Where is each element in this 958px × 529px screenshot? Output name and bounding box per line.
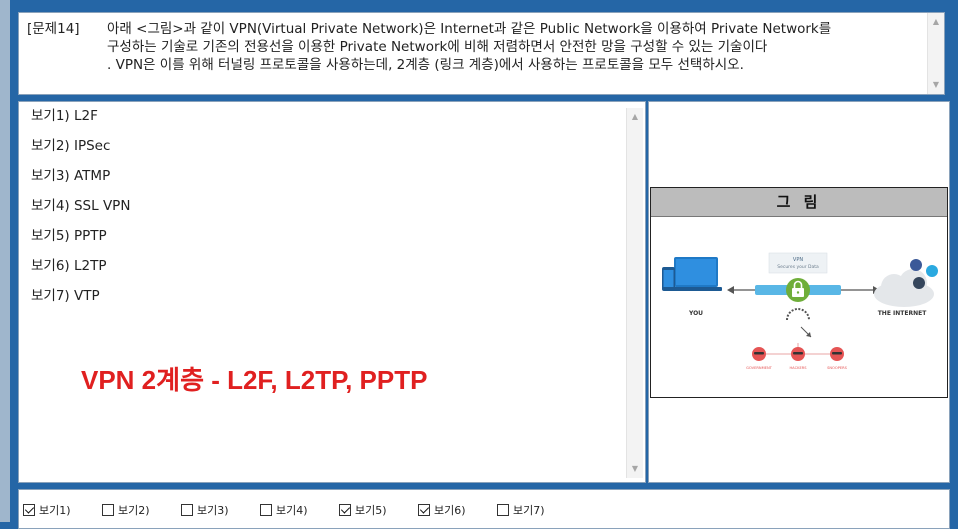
checkbox-3[interactable] bbox=[181, 504, 193, 516]
snooper-icon bbox=[830, 347, 844, 361]
choices-panel: 보기1) L2F 보기2) IPSec 보기3) ATMP 보기4) SSL V… bbox=[18, 101, 646, 483]
figure-panel: 그 림 VPN Secures your Data YOU bbox=[648, 101, 950, 483]
skype-icon bbox=[926, 265, 938, 277]
answer-note: VPN 2계층 - L2F, L2TP, PPTP bbox=[81, 365, 428, 395]
scroll-up-icon[interactable]: ▲ bbox=[631, 112, 639, 121]
answer-option-5[interactable]: 보기5) bbox=[339, 502, 387, 518]
choices-scrollbar[interactable]: ▲ ▼ bbox=[626, 108, 643, 478]
internet-label: THE INTERNET bbox=[878, 310, 927, 317]
checkbox-5[interactable] bbox=[339, 504, 351, 516]
choice-item-6[interactable]: 보기6) L2TP bbox=[31, 258, 107, 274]
figure-title: 그 림 bbox=[651, 188, 947, 217]
answer-option-6[interactable]: 보기6) bbox=[418, 502, 466, 518]
question-line-1: 아래 <그림>과 같이 VPN(Virtual Private Network)… bbox=[107, 21, 832, 37]
vpn-diagram: VPN Secures your Data YOU bbox=[662, 252, 938, 370]
choice-item-2[interactable]: 보기2) IPSec bbox=[31, 138, 111, 154]
government-icon bbox=[752, 347, 766, 361]
threat-label-snoopers: SNOOPERS bbox=[827, 366, 848, 370]
scroll-up-icon[interactable]: ▲ bbox=[932, 17, 940, 26]
question-number: [문제14] bbox=[27, 21, 80, 37]
question-line-3: . VPN은 이를 위해 터널링 프로토콜을 사용하는데, 2계층 (링크 계층… bbox=[107, 57, 744, 73]
question-scrollbar[interactable]: ▲ ▼ bbox=[927, 13, 944, 94]
checkbox-7[interactable] bbox=[497, 504, 509, 516]
answer-option-1[interactable]: 보기1) bbox=[23, 502, 71, 518]
vpn-sublabel: Secures your Data bbox=[777, 264, 819, 270]
answer-option-3[interactable]: 보기3) bbox=[181, 502, 229, 518]
scroll-down-icon[interactable]: ▼ bbox=[631, 464, 639, 473]
cloud-icon bbox=[874, 269, 934, 307]
checkbox-1[interactable] bbox=[23, 504, 35, 516]
answer-option-label: 보기6) bbox=[434, 504, 466, 517]
laptop-icon bbox=[670, 257, 722, 291]
window-frame-left bbox=[0, 0, 10, 522]
answer-option-label: 보기7) bbox=[513, 504, 545, 517]
figure-box: 그 림 VPN Secures your Data YOU bbox=[650, 187, 948, 398]
answer-option-label: 보기2) bbox=[118, 504, 150, 517]
question-text: [문제14] 아래 <그림>과 같이 VPN(Virtual Private Ne… bbox=[27, 20, 920, 74]
vpn-label-box bbox=[768, 252, 828, 274]
barrier-icon bbox=[786, 308, 810, 321]
checkbox-6[interactable] bbox=[418, 504, 430, 516]
choice-item-5[interactable]: 보기5) PPTP bbox=[31, 228, 107, 244]
choice-item-4[interactable]: 보기4) SSL VPN bbox=[31, 198, 131, 214]
threat-label-hackers: HACKERS bbox=[789, 366, 807, 370]
choice-item-1[interactable]: 보기1) L2F bbox=[31, 108, 98, 124]
answer-option-label: 보기1) bbox=[39, 504, 71, 517]
choice-item-7[interactable]: 보기7) VTP bbox=[31, 288, 100, 304]
question-panel: [문제14] 아래 <그림>과 같이 VPN(Virtual Private Ne… bbox=[18, 12, 945, 95]
question-line-2: 구성하는 기술로 기존의 전용선을 이용한 Private Network에 비… bbox=[107, 39, 768, 55]
answer-option-2[interactable]: 보기2) bbox=[102, 502, 150, 518]
vpn-label: VPN bbox=[793, 257, 803, 263]
you-label: YOU bbox=[688, 310, 703, 317]
threat-label-government: GOVERNMENT bbox=[746, 366, 773, 370]
answer-bar: 보기1) 보기2) 보기3) 보기4) 보기5) 보기6) 보기7) bbox=[18, 489, 950, 529]
window-frame-inner bbox=[10, 0, 18, 522]
answer-option-label: 보기3) bbox=[197, 504, 229, 517]
answer-option-label: 보기5) bbox=[355, 504, 387, 517]
checkbox-4[interactable] bbox=[260, 504, 272, 516]
checkbox-2[interactable] bbox=[102, 504, 114, 516]
choice-item-3[interactable]: 보기3) ATMP bbox=[31, 168, 111, 184]
facebook-icon bbox=[910, 259, 922, 271]
answer-option-label: 보기4) bbox=[276, 504, 308, 517]
hacker-icon bbox=[791, 347, 805, 361]
tumblr-icon bbox=[913, 277, 925, 289]
scroll-down-icon[interactable]: ▼ bbox=[932, 80, 940, 89]
arrow-left-icon bbox=[727, 286, 734, 294]
answer-option-4[interactable]: 보기4) bbox=[260, 502, 308, 518]
lock-icon bbox=[786, 278, 810, 302]
deflect-arrowhead-icon bbox=[806, 332, 811, 337]
phone-icon bbox=[662, 267, 675, 291]
answer-option-7[interactable]: 보기7) bbox=[497, 502, 545, 518]
